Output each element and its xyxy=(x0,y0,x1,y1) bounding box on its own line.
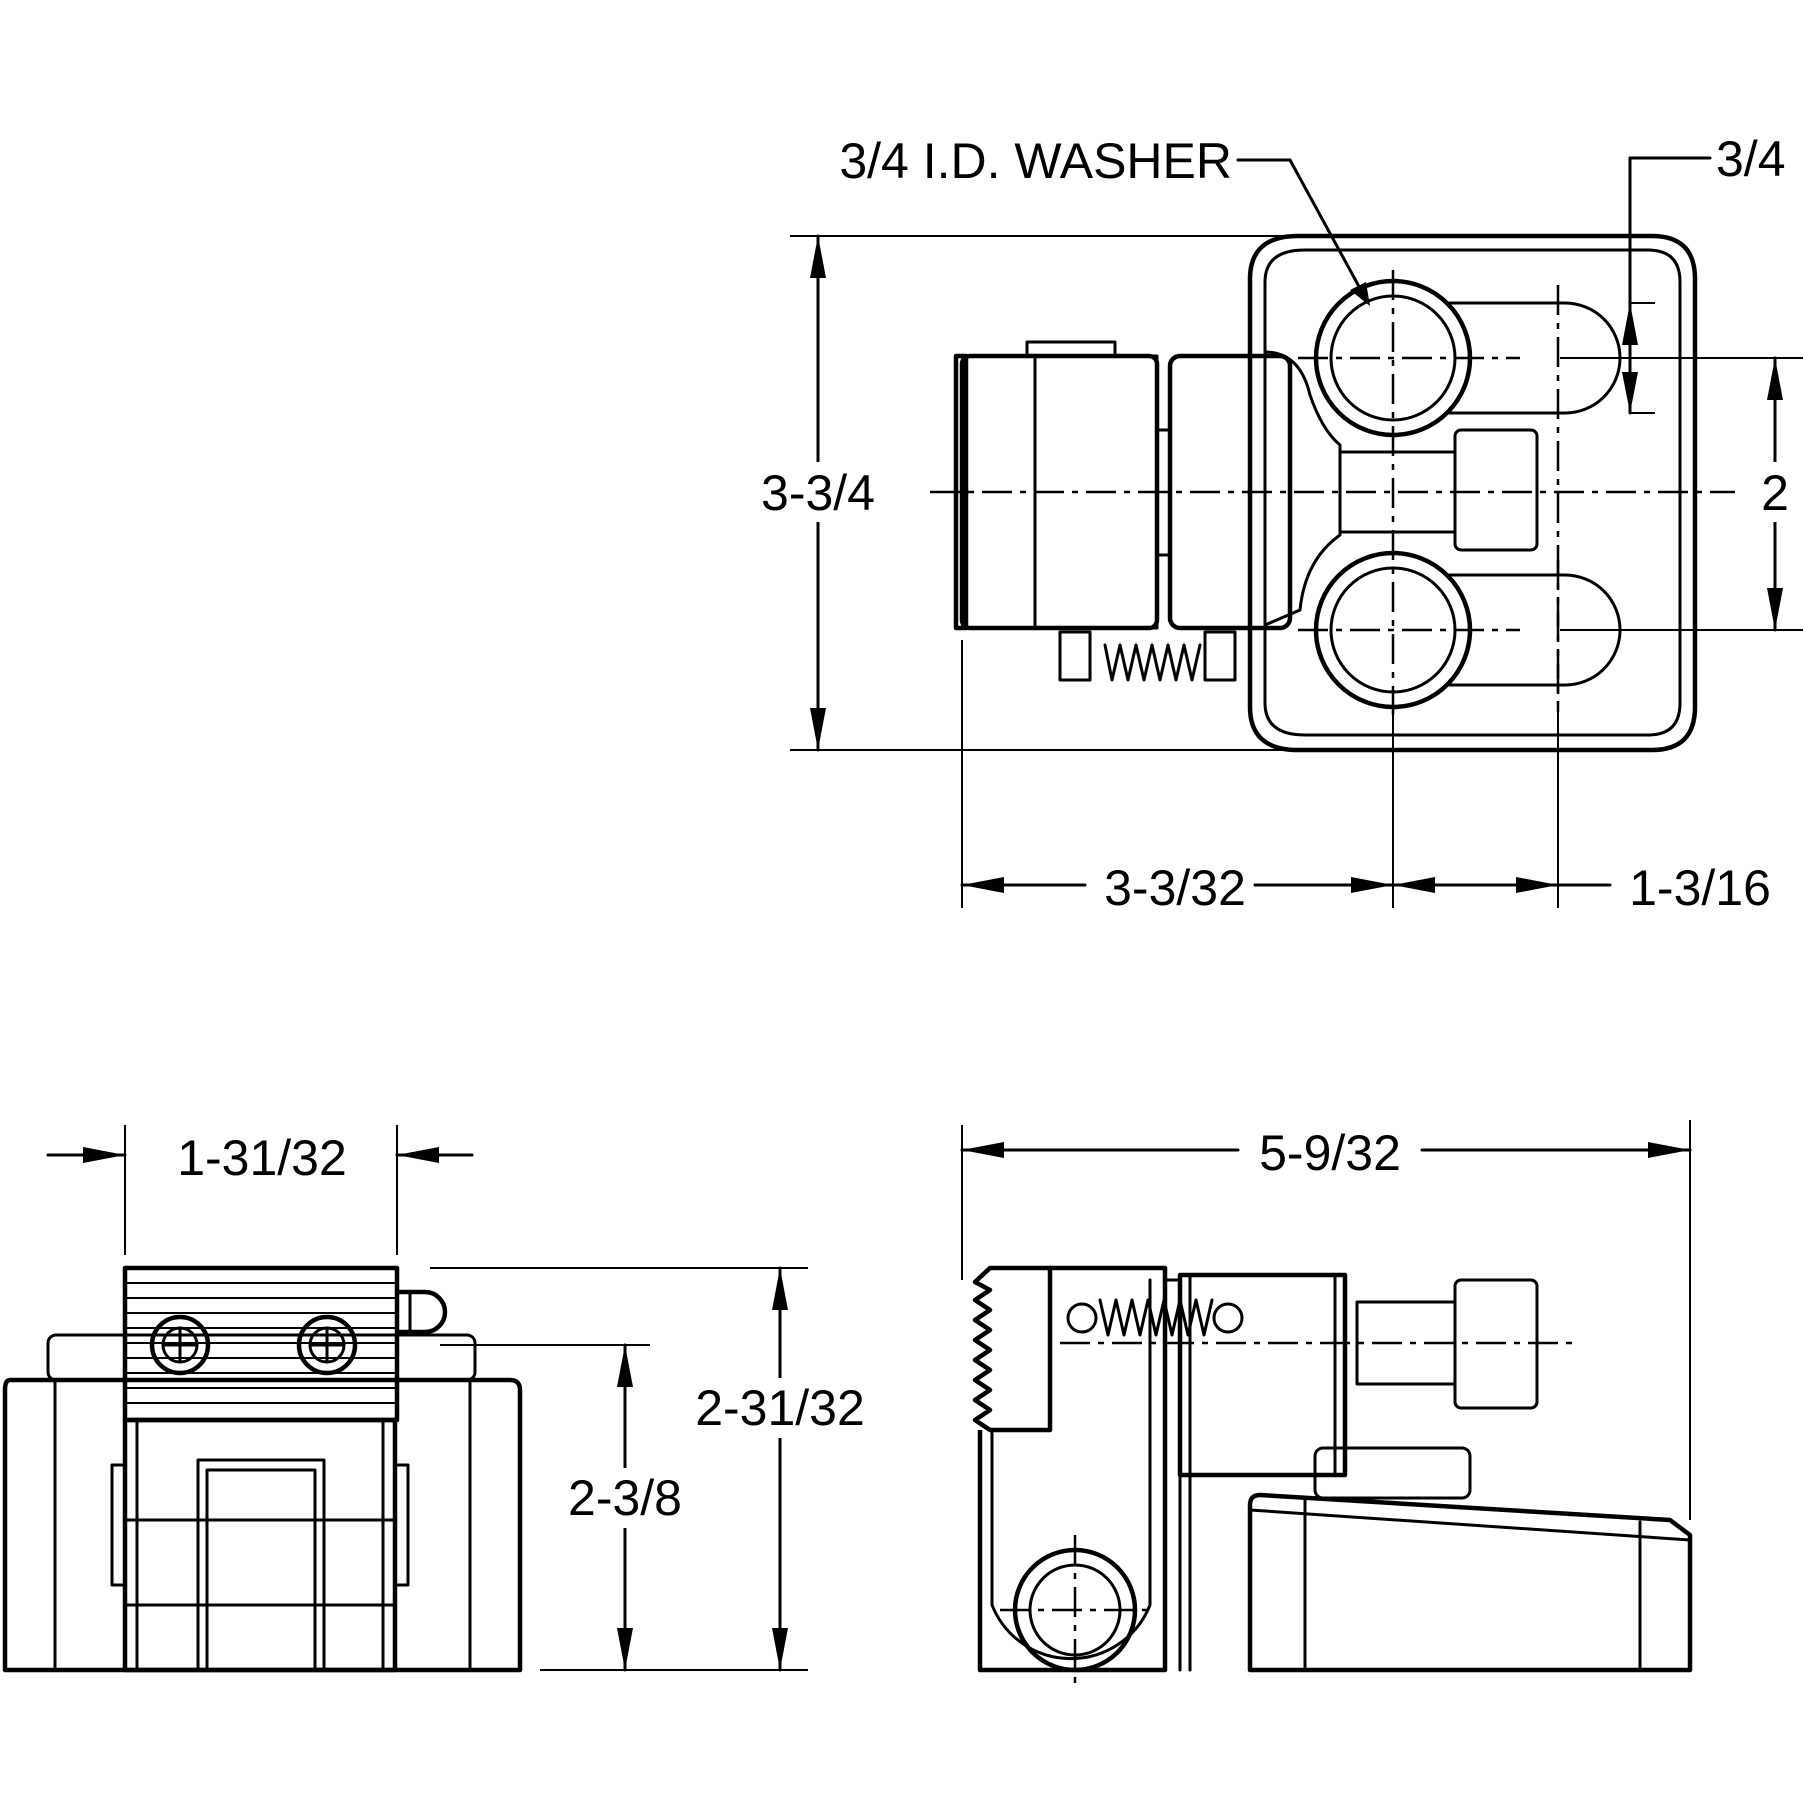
hole-spacing-label: 2 xyxy=(1761,465,1789,521)
front-view xyxy=(2,1265,523,1673)
base-to-hole-label: 3-3/32 xyxy=(1104,860,1246,916)
front-width-label: 1-31/32 xyxy=(177,1130,347,1186)
washer-label: 3/4 I.D. WASHER xyxy=(839,133,1232,189)
side-view-dimensions: 5-9/32 xyxy=(960,1120,1692,1520)
side-overall-length-label: 5-9/32 xyxy=(1259,1125,1401,1181)
top-view xyxy=(930,233,1735,753)
front-view-dimensions: 1-31/32 2-3/8 2-31/32 xyxy=(46,1125,880,1672)
hole-to-slot-label: 1-3/16 xyxy=(1629,860,1771,916)
slot-width-label: 3/4 xyxy=(1716,131,1786,187)
top-view-dimensions: 3/4 I.D. WASHER 3/4 3-3/4 2 xyxy=(740,131,1803,916)
front-pin-height-label: 2-3/8 xyxy=(568,1470,682,1526)
front-overall-height-label: 2-31/32 xyxy=(695,1380,865,1436)
side-view xyxy=(972,1265,1693,1685)
overall-height-label: 3-3/4 xyxy=(761,465,875,521)
